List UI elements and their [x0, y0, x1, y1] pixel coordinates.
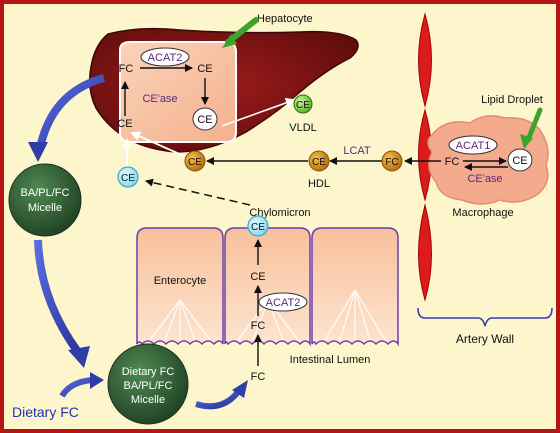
- bile-micelle-line2: Micelle: [28, 202, 62, 214]
- micelle-to-lumen-fc-blue-arrow: [195, 380, 248, 410]
- chylo-remnant-ce-label: CE: [121, 173, 135, 184]
- vldl-ce-label: CE: [296, 100, 310, 111]
- liver-ce-orange-label: CE: [188, 157, 202, 168]
- chylomicron-ce-circle: [247, 215, 269, 237]
- acat2-liver-label: ACAT2: [148, 52, 183, 64]
- chylo-remnant-ce-circle: [117, 166, 139, 188]
- lipid-droplet-pointer-arrow: [520, 107, 543, 149]
- lcat-label: LCAT: [343, 145, 371, 157]
- bile-to-dietary-micelle-blue-arrow: [34, 239, 90, 368]
- ce-liver-left-label: CE: [117, 118, 132, 130]
- enterocyte-middle: [224, 227, 311, 347]
- enterocyte-right: [311, 227, 399, 347]
- bile-micelle: [8, 163, 82, 237]
- acat1-oval: [448, 135, 498, 155]
- dietary-fc-label: Dietary FC: [12, 404, 79, 420]
- artery-wall-label: Artery Wall: [456, 332, 514, 346]
- acat1-label: ACAT1: [456, 140, 491, 152]
- chylomicron-label: Chylomicron: [249, 207, 310, 219]
- intestinal-lumen-label: Intestinal Lumen: [290, 354, 371, 366]
- vldl-label: VLDL: [289, 122, 317, 134]
- entero-ce-label: CE: [250, 271, 265, 283]
- fc-macrophage-label: FC: [445, 156, 460, 168]
- chylomicron-ce-label: CE: [251, 222, 265, 233]
- fc-orange-circle: [381, 150, 403, 172]
- acat2-liver-oval: [140, 47, 190, 67]
- ce-liver-circle-label: CE: [197, 114, 212, 126]
- acat2-entero-label: ACAT2: [266, 297, 301, 309]
- hepatocyte-pointer-arrow: [222, 17, 259, 48]
- artery-wall-bracket: [417, 307, 553, 327]
- dietary-fc-blue-arrow: [59, 372, 104, 398]
- bile-micelle-line1: BA/PL/FC: [21, 187, 70, 199]
- entero-fc-label: FC: [251, 320, 266, 332]
- ce-liver-top-label: CE: [197, 63, 212, 75]
- lipid-droplet-label: Lipid Droplet: [481, 94, 543, 106]
- liver-ce-orange-circle: [184, 150, 206, 172]
- ce-macrophage-label: CE: [512, 155, 527, 167]
- enterocyte-label: Enterocyte: [154, 275, 207, 287]
- macrophage-lipid-droplet: [507, 148, 533, 172]
- artery-wall: [418, 12, 432, 302]
- dietary-micelle-line2: BA/PL/FC: [124, 380, 173, 392]
- ceasel-macrophage-label: CE'ase: [467, 173, 502, 185]
- chylomicron-to-liver-dashed-arrow: [145, 178, 251, 206]
- liver-to-vldl-arrow: [221, 98, 296, 127]
- hdl-label: HDL: [308, 178, 330, 190]
- ceasel-liver-label: CE'ase: [142, 93, 177, 105]
- hdl-ce-label: CE: [312, 157, 326, 168]
- enterocyte-left: [136, 227, 224, 346]
- acat2-entero-oval: [258, 292, 308, 312]
- dietary-micelle-line1: Dietary FC: [122, 366, 175, 378]
- fc-orange-label: FC: [385, 157, 398, 168]
- dietary-micelle: [107, 343, 189, 425]
- hepatocyte-label: Hepatocyte: [257, 13, 313, 25]
- macrophage-label: Macrophage: [452, 207, 513, 219]
- hdl-ce-circle: [308, 150, 330, 172]
- liver-lipid-droplet: [192, 107, 218, 131]
- hdl-ce-to-liver-arrow: [130, 131, 185, 157]
- vldl-ce-circle: [293, 94, 313, 114]
- fc-liver-label: FC: [119, 63, 134, 75]
- lumen-fc-label: FC: [251, 371, 266, 383]
- dietary-micelle-line3: Micelle: [131, 394, 165, 406]
- liver-to-bile-micelle-blue-arrow: [28, 74, 106, 162]
